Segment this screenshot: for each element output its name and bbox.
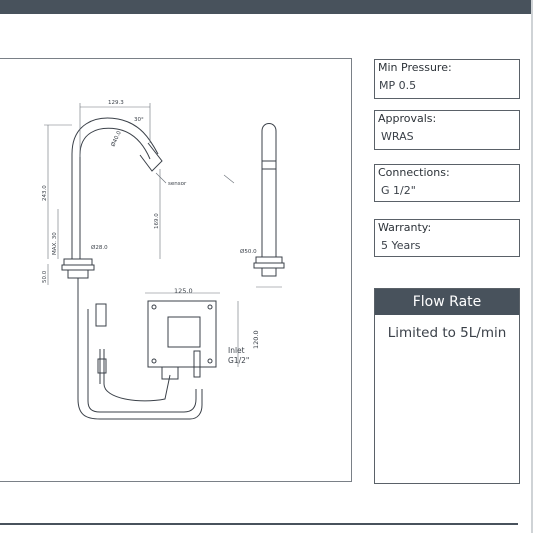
sensor-label: sensor bbox=[168, 181, 187, 187]
cable-clip bbox=[95, 303, 107, 327]
side-base-plate bbox=[253, 262, 285, 269]
base-ring bbox=[63, 258, 93, 266]
box-screw bbox=[151, 358, 157, 364]
box-screw bbox=[207, 304, 213, 310]
base-plate bbox=[61, 264, 95, 271]
box-width-label: 125.0 bbox=[174, 287, 193, 295]
box-height-label: 120.0 bbox=[252, 330, 260, 349]
control-box bbox=[147, 300, 217, 368]
dim-tip-label: Ø40.0 bbox=[109, 129, 123, 147]
spec-warranty-label: Warranty: bbox=[378, 221, 432, 234]
spec-approvals: Approvals: WRAS bbox=[374, 110, 520, 150]
spout-outer bbox=[71, 117, 159, 259]
flow-rate-title: Flow Rate bbox=[375, 289, 519, 315]
box-outlet bbox=[161, 366, 179, 380]
technical-drawing: 129.3 30° sensor Ø28.0 Ø50.0 125.0 Inlet… bbox=[0, 58, 352, 482]
dim-body-label: Ø28.0 bbox=[91, 244, 108, 251]
side-sensor bbox=[261, 160, 277, 170]
spec-min-pressure: Min Pressure: MP 0.5 bbox=[374, 59, 520, 99]
dim-spout-label: 169.0 bbox=[154, 213, 160, 229]
box-screw bbox=[151, 304, 157, 310]
spec-connections: Connections: G 1/2" bbox=[374, 164, 520, 202]
dim-width-label: 129.3 bbox=[108, 100, 124, 106]
base-nut bbox=[67, 269, 89, 279]
spec-approvals-label: Approvals: bbox=[378, 112, 437, 125]
side-spout bbox=[261, 123, 277, 257]
spout-tip bbox=[139, 142, 163, 172]
bottom-rule bbox=[0, 523, 518, 525]
dim-base-label: 50.0 bbox=[42, 270, 48, 283]
dim-angle-label: 30° bbox=[134, 117, 144, 123]
spec-approvals-value: WRAS bbox=[381, 130, 414, 143]
spec-connections-value: G 1/2" bbox=[381, 184, 416, 197]
top-bar bbox=[0, 0, 533, 14]
sensor-cable bbox=[99, 349, 105, 384]
hose-loop-outer bbox=[77, 309, 203, 420]
side-base-ring bbox=[255, 256, 283, 264]
dim-side-diameter-label: Ø50.0 bbox=[240, 248, 257, 255]
spec-min-pressure-value: MP 0.5 bbox=[379, 79, 417, 92]
cable-to-box bbox=[103, 374, 171, 402]
box-screw bbox=[207, 358, 213, 364]
inlet-label: Inlet bbox=[228, 346, 245, 355]
dim-total-label: 243.0 bbox=[42, 185, 48, 201]
connector bbox=[97, 358, 107, 374]
hose-loop-inner bbox=[87, 309, 197, 413]
spout-inner bbox=[79, 127, 151, 259]
faucet-drawing: 129.3 30° sensor Ø28.0 Ø50.0 125.0 Inlet… bbox=[42, 100, 285, 420]
control-box-window bbox=[167, 316, 201, 348]
spec-connections-label: Connections: bbox=[378, 166, 450, 179]
right-edge-line bbox=[531, 0, 533, 533]
box-inlet bbox=[193, 350, 201, 378]
flow-rate-panel: Flow Rate Limited to 5L/min bbox=[374, 288, 520, 484]
flow-rate-text: Limited to 5L/min bbox=[387, 325, 507, 341]
side-base-nut bbox=[261, 267, 277, 277]
dim-max-label: MAX. 30 bbox=[52, 232, 58, 255]
spec-warranty: Warranty: 5 Years bbox=[374, 219, 520, 257]
inlet-size-label: G1/2" bbox=[228, 356, 249, 365]
spec-warranty-value: 5 Years bbox=[381, 239, 421, 252]
spec-min-pressure-label: Min Pressure: bbox=[378, 61, 452, 74]
